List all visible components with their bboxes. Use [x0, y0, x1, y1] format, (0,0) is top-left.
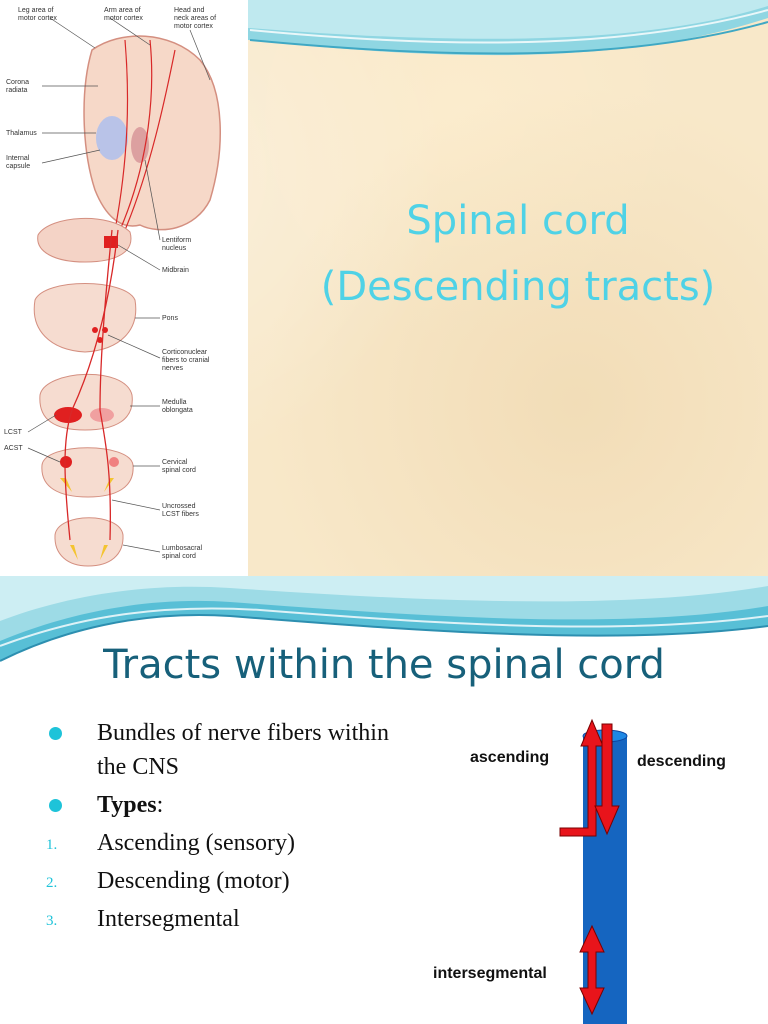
tract-list: Bundles of nerve fibers within the CNS T…: [40, 716, 420, 936]
intersegmental-arrow-icon: [579, 924, 605, 1016]
bullet-icon: [49, 799, 62, 812]
list-item: Types:: [40, 788, 420, 822]
list-number: 3.: [46, 913, 58, 929]
label-pons: Pons: [162, 315, 178, 322]
slide-tracts-within-spinal-cord: Tracts within the spinal cord Bundles of…: [0, 576, 768, 1024]
list-number: 1.: [46, 837, 58, 853]
list-item: Bundles of nerve fibers within the CNS: [40, 716, 420, 784]
list-item-text: Types: [97, 792, 157, 818]
slide-title-line-1: Spinal cord: [406, 198, 630, 244]
list-item: 2. Descending (motor): [40, 864, 420, 898]
label-thalamus: Thalamus: [6, 130, 37, 137]
ascending-label: ascending: [470, 749, 549, 766]
slide-title-line-2: (Descending tracts): [320, 264, 716, 310]
descending-label: descending: [637, 753, 726, 770]
list-item-text: Ascending (sensory): [97, 830, 295, 856]
label-lcst: LCST: [4, 429, 23, 436]
list-item-text: Intersegmental: [97, 906, 240, 932]
list-item-text: Descending (motor): [97, 868, 290, 894]
list-number: 2.: [46, 875, 58, 891]
list-item-suffix: :: [156, 792, 164, 818]
bullet-icon: [49, 727, 62, 740]
list-item: 3. Intersegmental: [40, 902, 420, 936]
label-acst: ACST: [4, 445, 23, 452]
list-item-text: Bundles of nerve fibers within the CNS: [97, 720, 389, 780]
intersegmental-label: intersegmental: [433, 965, 547, 982]
tracts-diagram: ascending descending intersegmental: [433, 718, 726, 1024]
descending-arrow-icon: [594, 723, 620, 836]
label-midbrain: Midbrain: [162, 267, 189, 274]
slide-title: Spinal cord (Descending tracts): [288, 188, 748, 320]
list-item: 1. Ascending (sensory): [40, 826, 420, 860]
ascending-arrow-icon: [559, 718, 604, 837]
slide-title: Tracts within the spinal cord: [103, 642, 665, 688]
header-wave-decoration: [0, 576, 768, 662]
